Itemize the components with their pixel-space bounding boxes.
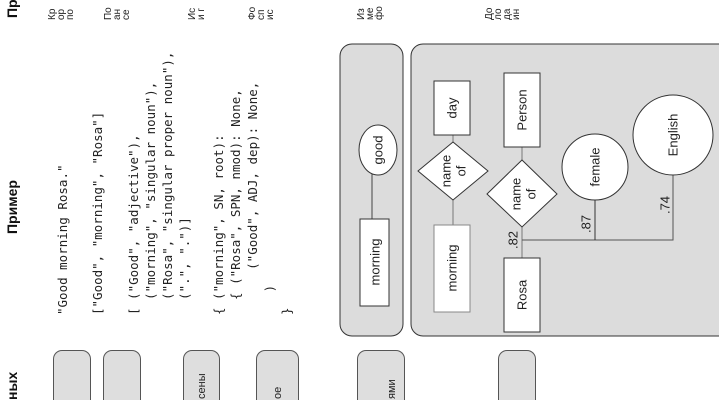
small-diagram: good morning bbox=[339, 43, 404, 337]
node-circle bbox=[632, 94, 714, 176]
node-label: day bbox=[445, 97, 460, 118]
node-label: female bbox=[588, 147, 603, 186]
node-label: English bbox=[666, 114, 681, 157]
node-rect bbox=[503, 72, 541, 148]
relation-label: of bbox=[524, 188, 539, 199]
relation-label: of bbox=[454, 165, 469, 176]
relation-label: name bbox=[439, 155, 454, 188]
node-label: Rosa bbox=[515, 279, 530, 310]
node-rect bbox=[503, 257, 541, 333]
node-circle bbox=[561, 133, 629, 201]
edge-weight: .74 bbox=[658, 196, 673, 214]
node-circle bbox=[358, 124, 398, 176]
node-rect bbox=[359, 218, 390, 307]
node-label: morning bbox=[445, 245, 460, 292]
edge bbox=[522, 175, 674, 241]
relation-diamond bbox=[486, 159, 558, 228]
node-label: morning bbox=[368, 239, 383, 286]
node-rect bbox=[433, 80, 471, 136]
relation-diamond bbox=[417, 141, 489, 201]
node-rect bbox=[433, 224, 471, 313]
graph-diagram: day name of morning Person name of Rosa … bbox=[410, 43, 719, 337]
edge-weight: .82 bbox=[506, 231, 521, 249]
edge-weight: .87 bbox=[579, 215, 594, 233]
node-label: Person bbox=[515, 89, 530, 130]
relation-label: name bbox=[509, 178, 524, 211]
node-label: good bbox=[371, 136, 386, 165]
